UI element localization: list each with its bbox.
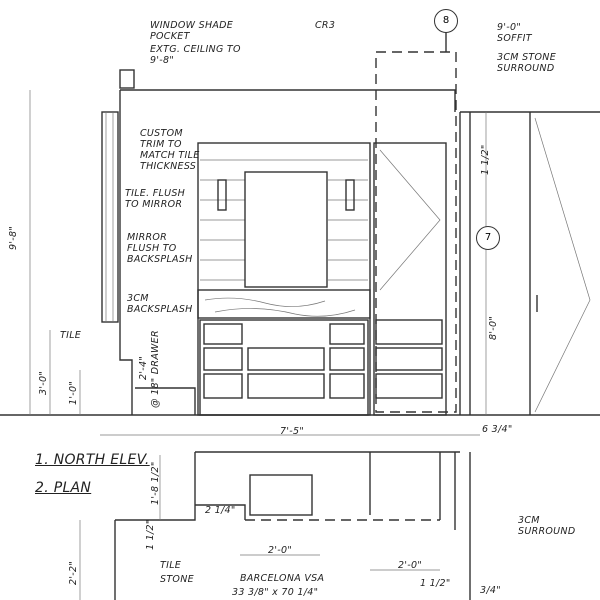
note-drawer: @ 18" DRAWER [150,330,161,408]
vanity [199,319,369,416]
note-cr3: CR3 [315,20,336,31]
note-soffit: 9'-0" SOFFIT [497,22,532,44]
dim-ceiling-height: 9'-8" [8,226,19,250]
dim-plan-side: 2'-2" [68,561,79,585]
dim-wall-a: 1 1/2" [420,578,451,589]
section-8-boundary [375,51,457,413]
note-existing-ceiling: EXTG. CEILING TO 9'-8" [150,44,241,66]
dim-plan-offset: 2 1/4" [205,505,236,516]
note-backsplash: 3CM BACKSPLASH [127,293,193,315]
dim-base-height: 1'-0" [68,381,79,405]
title-north-elevation: 1. NORTH ELEV. [35,452,150,468]
tile-courses [200,159,368,281]
dim-plan-step: 1 1/2" [145,519,156,550]
plan [79,451,471,600]
note-stone-surround: 3CM STONE SURROUND [497,52,557,74]
window-trim [101,111,119,323]
dim-soffit-height: 8'-0" [488,316,499,340]
title-plan: 2. PLAN [35,480,92,496]
dim-sink-width: 2'-0" [268,545,292,556]
window-shade-pocket [119,69,135,89]
note-window-shade-pocket: WINDOW SHADE POCKET [150,20,234,42]
ceiling-line [120,89,456,112]
dim-elevation-width: 7'-5" [280,426,304,437]
note-tile-flush-mirror: TILE. FLUSH TO MIRROR [125,188,186,210]
section-7-callout: 7 [476,226,500,250]
dim-plan-depth: 1'-8 1/2" [150,461,161,505]
note-tile-elevation: TILE [60,330,82,341]
dim-surround-depth: 6 3/4" [482,424,513,435]
section-8-callout: 8 [434,9,458,33]
note-mirror-flush-backsplash: MIRROR FLUSH TO BACKSPLASH [127,232,193,265]
toe-step [135,387,196,415]
dim-trim-offset: 1 1/2" [480,144,491,175]
note-vanity: BARCELONA VSA [240,573,325,584]
dim-wall-b: 3/4" [480,585,501,596]
note-vanity-size: 33 3/8" x 70 1/4" [232,587,319,598]
mirror [244,171,328,288]
dimension-lines [29,90,487,436]
sconce-left [217,179,227,211]
note-custom-trim: CUSTOM TRIM TO MATCH TILE THICKNESS [140,128,200,172]
dim-shower-width: 2'-0" [398,560,422,571]
backsplash [197,289,371,319]
note-tile-plan: TILE [160,560,182,571]
left-wall [119,90,133,415]
sconce-right [345,179,355,211]
dim-counter-height: 3'-0" [38,371,49,395]
dim-drawer-height: 2'-4" [138,356,149,380]
note-stone-plan: STONE [160,574,194,585]
tall-cabinet [373,142,447,416]
note-surround-plan: 3CM SURROUND [518,515,576,537]
